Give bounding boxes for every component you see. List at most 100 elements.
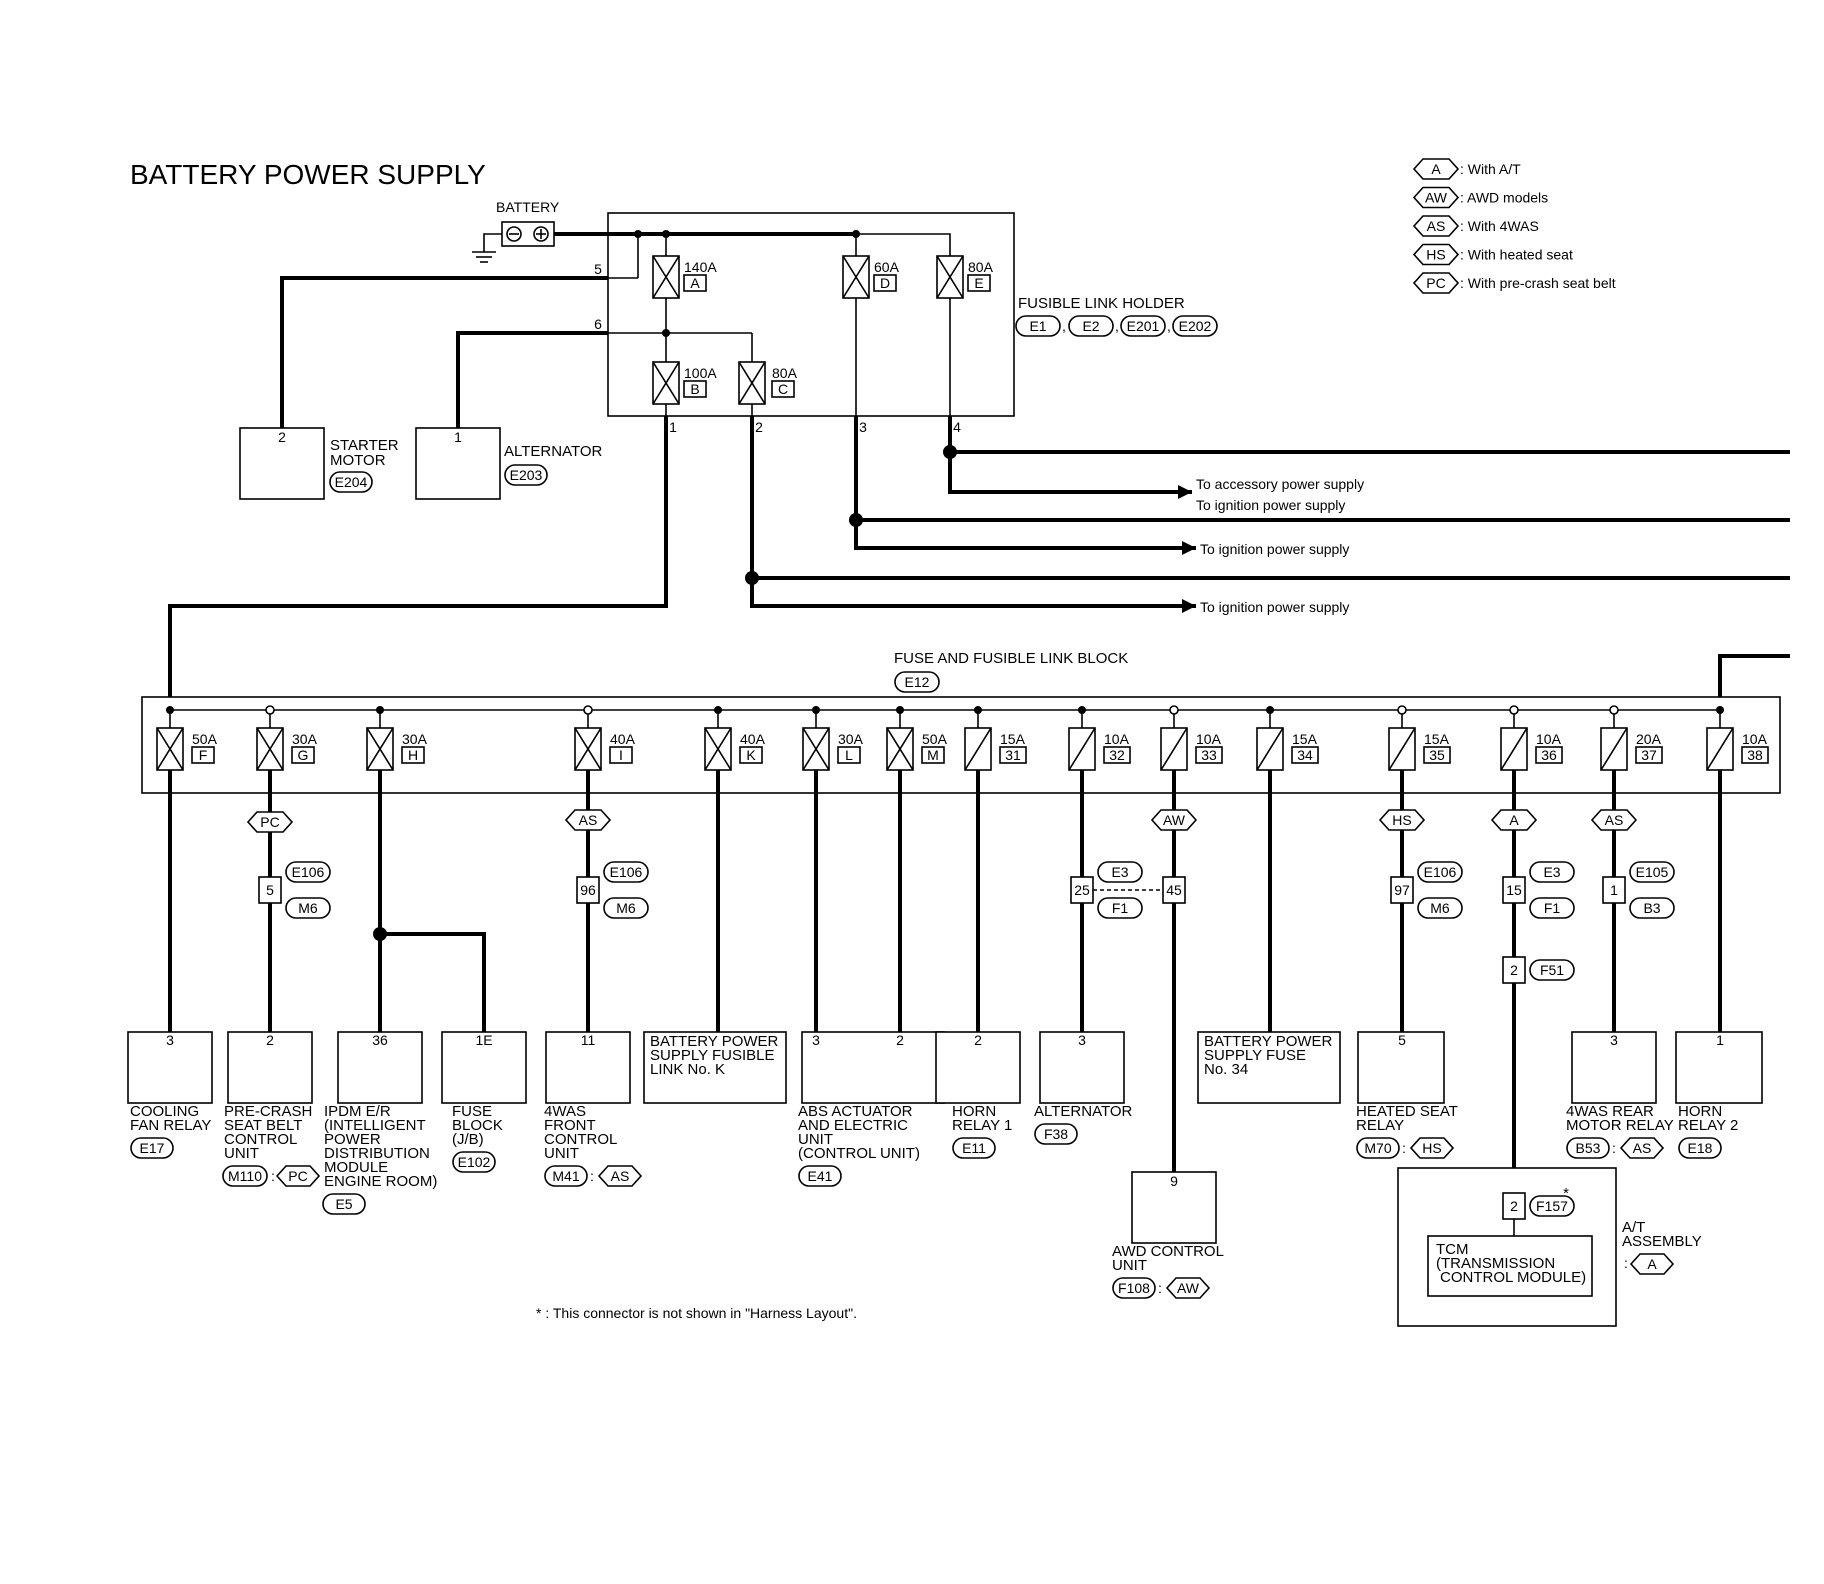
junction-25: 25 [1074, 882, 1090, 898]
block-fuse-g-label-id-box [291, 746, 315, 764]
wire-b-to-block [168, 416, 668, 710]
flh-pin-4: 4 [953, 419, 961, 435]
pre-crash-control-unit [227, 1031, 313, 1104]
junction-15-conn-2: F1 [1544, 900, 1561, 916]
block-fuse-38-slash [1706, 727, 1734, 771]
tcm-label-3: CONTROL MODULE) [1440, 1269, 1586, 1286]
cond-aw-shape [1150, 809, 1198, 831]
splice-point [166, 706, 174, 714]
block-fuse-34-label-amp: 15A [1292, 731, 1318, 747]
junction-96-conn-1: E106 [610, 864, 643, 880]
junction-25-conn-2-shape [1097, 897, 1143, 919]
junction-96-box [576, 876, 600, 904]
fuse-block-title: FUSE AND FUSIBLE LINK BLOCK [894, 650, 1128, 667]
fuse-block-jb-label-2: BLOCK [452, 1117, 503, 1134]
alternator-top-conn-shape [504, 464, 548, 486]
splice-point [812, 706, 820, 714]
awd-cond-shape [1165, 1277, 1211, 1299]
block-fuse-36-label-id-box [1535, 746, 1563, 764]
at-assembly-colon: : [1624, 1255, 1628, 1271]
fuse-block-jb-label-3: (J/B) [452, 1131, 484, 1148]
block-fuse-l-label-id: L [845, 747, 853, 763]
four-was-front-control-unit-label-4: UNIT [544, 1145, 579, 1162]
four-was-front-colon: : [590, 1168, 594, 1184]
arrow-text-ignition-1: To ignition power supply [1196, 497, 1345, 513]
junction-2: 2 [1510, 962, 1518, 978]
alternator-bottom-conn-shape [1034, 1123, 1078, 1145]
junction-5: 5 [266, 882, 274, 898]
pre-crash-conn-shape [222, 1165, 268, 1187]
block-fuse-35-label-amp: 15A [1424, 731, 1450, 747]
legend-code-as: AS [1427, 218, 1446, 234]
cond-as-rear-shape [1590, 809, 1638, 831]
heated-seat-relay-pin: 5 [1398, 1032, 1406, 1048]
page-title: BATTERY POWER SUPPLY [130, 159, 486, 190]
heated-seat-cond-shape [1409, 1137, 1455, 1159]
block-fuse-32-label-id-box [1103, 746, 1131, 764]
tcm-label-2: (TRANSMISSION [1436, 1255, 1555, 1272]
horn-relay-2-conn-shape [1678, 1137, 1722, 1159]
awd-control-unit [1131, 1171, 1217, 1244]
abs-actuator-electric-unit-label-3: UNIT [798, 1131, 833, 1148]
conn-e1-shape [1015, 315, 1061, 337]
block-fuse-37-label-amp: 20A [1636, 731, 1662, 747]
battery-power-supply-fuse-34 [1197, 1031, 1341, 1104]
block-fuse-g-x2 [256, 727, 284, 771]
awd-pin: 9 [1170, 1173, 1178, 1189]
block-fuse-f-label-id-box [191, 746, 215, 764]
flh-fuse-d-id: D [880, 275, 890, 291]
legend-text-a: : With A/T [1460, 161, 1521, 177]
junction-45-box [1162, 876, 1186, 904]
fuse-block-jb-label-1: FUSE [452, 1103, 492, 1120]
ipdm-er-label-4: DISTRIBUTION [324, 1145, 430, 1162]
junction-1: 1 [1610, 882, 1618, 898]
cooling-fan-relay-conn-shape [130, 1137, 174, 1159]
block-fuse-33-label-id-box [1195, 746, 1223, 764]
four-was-front-cond: AS [611, 1168, 630, 1184]
flh-fuse-e-id-box [967, 274, 991, 292]
legend-code-a: A [1431, 161, 1441, 177]
pre-crash-control-unit-label-1: PRE-CRASH [224, 1103, 312, 1120]
junction-1-box [1602, 876, 1626, 904]
abs-actuator-electric-unit-label-2: AND ELECTRIC [798, 1117, 908, 1134]
fuse-140a-a-x2 [652, 255, 680, 299]
alternator-bottom-pin: 3 [1078, 1032, 1086, 1048]
junction-1-conn-1: E105 [1636, 864, 1669, 880]
splice-point [974, 706, 982, 714]
block-fuse-34-label-id: 34 [1297, 747, 1313, 763]
heated-seat-relay-label-2: RELAY [1356, 1117, 1404, 1134]
junction-97-conn-1-shape [1417, 861, 1463, 883]
abs-actuator-pin-2: 2 [896, 1032, 904, 1048]
block-fuse-37-slash [1600, 727, 1628, 771]
flh-fuse-e-amp: 80A [968, 259, 994, 275]
at-assembly-cond-shape [1629, 1253, 1675, 1275]
awd-label-1: AWD CONTROL [1112, 1243, 1224, 1260]
cond-aw: AW [1163, 812, 1186, 828]
horn-relay-2 [1675, 1031, 1763, 1104]
block-fuse-h-label-id: H [408, 747, 418, 763]
abs-actuator-conn-shape [798, 1165, 842, 1187]
block-fuse-31-label-id-box [999, 746, 1027, 764]
junction-97-box [1390, 876, 1414, 904]
legend-text-pc: : With pre-crash seat belt [1460, 275, 1616, 291]
junction-25-conn-2: F1 [1112, 900, 1129, 916]
junction-5-conn-2-shape [285, 897, 331, 919]
wire-pin6-alternator [456, 331, 608, 428]
legend-code-as-shape [1412, 215, 1460, 237]
cond-hs-shape [1378, 809, 1426, 831]
awd-label-2: UNIT [1112, 1257, 1147, 1274]
junction-96-conn-1-shape [603, 861, 649, 883]
cooling-fan-relay-pin: 3 [166, 1032, 174, 1048]
alternator-top-conn: E203 [510, 467, 543, 483]
battery-power-supply-fuse-34-label-2: SUPPLY FUSE [1204, 1047, 1306, 1064]
block-fuse-31-slash [964, 727, 992, 771]
tcm-conn: F157 [1536, 1198, 1568, 1214]
optional-splice [1169, 705, 1179, 715]
flh-pin-3: 3 [859, 419, 867, 435]
junction-5-conn-1: E106 [292, 864, 325, 880]
fuse-block-jb [441, 1031, 527, 1104]
starter-conn-shape [329, 471, 373, 493]
block-fuse-m-x2 [886, 727, 914, 771]
alternator-bottom-label-1: ALTERNATOR [1034, 1103, 1133, 1120]
block-fuse-m-label-amp: 50A [922, 731, 948, 747]
